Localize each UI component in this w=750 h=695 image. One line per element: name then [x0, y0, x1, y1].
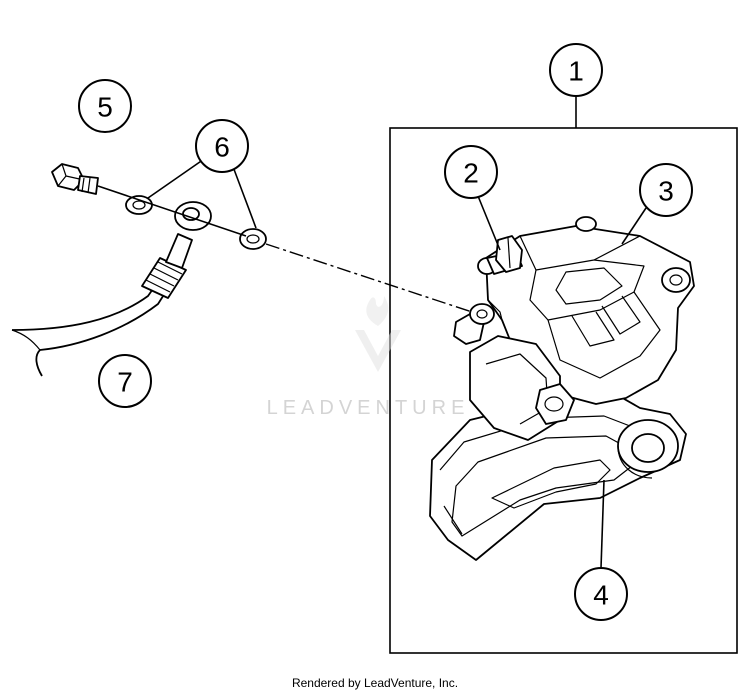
callout-7-label: 7: [117, 367, 133, 398]
callout-2-label: 2: [463, 158, 479, 189]
sealing-washer-lower: [239, 228, 267, 250]
leader-4: [600, 479, 605, 569]
callout-4: 4: [574, 567, 628, 621]
brake-caliper: [429, 216, 695, 561]
callout-1-label: 1: [568, 56, 584, 87]
leader-2: [477, 195, 501, 251]
callout-2: 2: [444, 145, 498, 199]
bleeder-screw: [477, 235, 523, 275]
callout-6-label: 6: [214, 132, 230, 163]
callout-7: 7: [98, 354, 152, 408]
bolt-axis-line: [97, 185, 247, 237]
callout-3-label: 3: [658, 176, 674, 207]
callout-5: 5: [78, 79, 132, 133]
bolt-axis-dashed: [265, 243, 473, 313]
sealing-washer-upper: [125, 195, 153, 215]
callout-6: 6: [195, 119, 249, 173]
watermark-logo: [355, 296, 401, 372]
callout-3: 3: [639, 163, 693, 217]
watermark-text: LEADVENTURE: [267, 397, 470, 419]
assembly-frame: [389, 127, 738, 654]
callout-1: 1: [549, 43, 603, 97]
brake-hose: [11, 201, 212, 377]
callout-4-label: 4: [593, 580, 609, 611]
leader-3: [621, 207, 647, 245]
leader-6b: [231, 163, 257, 229]
leader-6a: [147, 156, 208, 199]
banjo-bolt: [51, 163, 99, 195]
sealing-washer-lower-hole: [246, 234, 260, 244]
sealing-washer-upper-hole: [132, 200, 146, 210]
credit-line: Rendered by LeadVenture, Inc.: [291, 676, 459, 690]
callout-5-label: 5: [97, 92, 113, 123]
